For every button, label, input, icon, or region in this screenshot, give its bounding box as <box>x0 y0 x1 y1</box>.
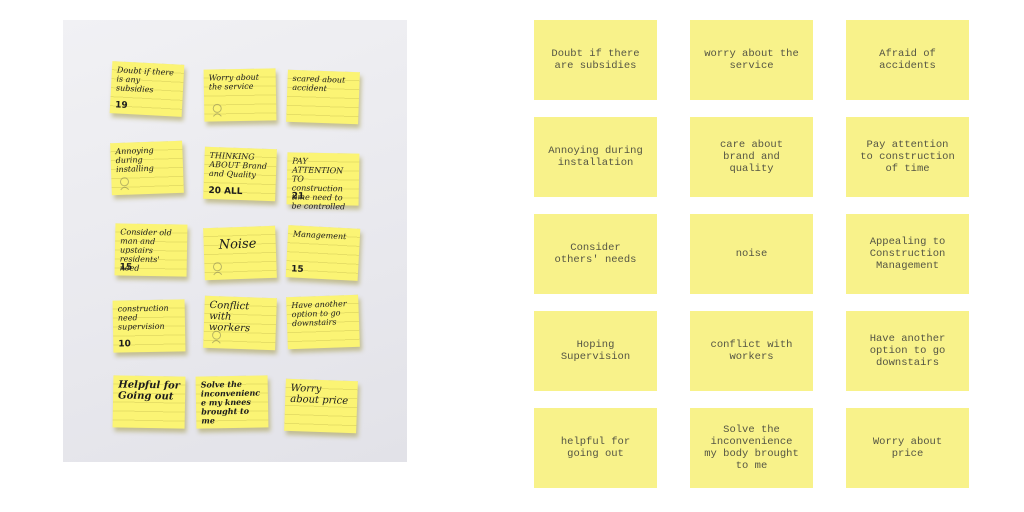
digital-note-text: Worry about price <box>872 436 943 460</box>
handwritten-note: Worry about the service <box>203 68 277 122</box>
snoopy-doodle-icon <box>211 330 222 344</box>
handwritten-note: Helpful for Going out <box>112 375 186 429</box>
handwritten-note: Worry about price <box>284 378 358 434</box>
digital-note: Pay attention to construction of time <box>846 117 969 197</box>
handwritten-note-text: Worry about price <box>290 382 349 407</box>
handwritten-note-text: Have another option to go downstairs <box>291 299 347 329</box>
digital-note-text: Hoping Supervision <box>560 339 631 363</box>
handwritten-note-text: PAY ATTENTION TO construction time need … <box>291 156 346 212</box>
snoopy-doodle-icon <box>119 177 130 191</box>
handwritten-note-number: 20 ALL <box>208 185 243 198</box>
digital-note: Consider others' needs <box>534 214 657 294</box>
handwritten-note-text: Management <box>292 229 347 242</box>
handwritten-note-text: Solve the inconvenience my knees brought… <box>200 378 261 426</box>
handwritten-note: Noise <box>203 225 277 281</box>
digital-note-text: Solve the inconvenience my body brought … <box>704 424 799 472</box>
digital-note-text: Consider others' needs <box>554 242 637 266</box>
handwritten-note: THINKING ABOUT Brand and Quality 20 ALL <box>203 146 277 202</box>
handwritten-note-number: 19 <box>114 100 128 112</box>
digital-note: Annoying during installation <box>534 117 657 197</box>
handwritten-note: Solve the inconvenience my knees brought… <box>195 375 269 429</box>
digital-note: worry about the service <box>690 20 813 100</box>
handwritten-note-text: THINKING ABOUT Brand and Quality <box>208 150 268 180</box>
handwritten-note-text: scared about accident <box>292 73 346 94</box>
handwritten-note-number: 21 <box>291 191 305 202</box>
digital-note: Afraid of accidents <box>846 20 969 100</box>
digital-note: care about brand and quality <box>690 117 813 197</box>
digital-note: Worry about price <box>846 408 969 488</box>
digital-note-text: helpful for going out <box>560 436 631 460</box>
digital-note: Doubt if there are subsidies <box>534 20 657 100</box>
digital-note-text: Doubt if there are subsidies <box>551 48 640 72</box>
digital-note-text: Have another option to go downstairs <box>869 333 946 369</box>
digital-note: Have another option to go downstairs <box>846 311 969 391</box>
handwritten-note-number: 15 <box>290 264 304 276</box>
handwritten-note-text: Noise <box>218 236 257 253</box>
handwritten-note: PAY ATTENTION TO construction time need … <box>286 152 360 211</box>
snoopy-doodle-icon <box>212 103 222 117</box>
handwritten-note-text: Worry about the service <box>208 72 260 92</box>
digital-note: conflict with workers <box>690 311 813 391</box>
handwritten-note: Management 15 <box>285 225 361 281</box>
digital-note: Appealing to Construction Management <box>846 214 969 294</box>
digital-note-text: noise <box>735 248 768 260</box>
digital-note-text: Pay attention to construction of time <box>860 139 955 175</box>
digital-note-text: care about brand and quality <box>719 139 783 175</box>
handwritten-notes-photo: Doubt if there is any subsidies 19 Worry… <box>63 20 407 462</box>
digital-note-text: worry about the service <box>704 48 799 72</box>
handwritten-note-number: 10 <box>118 339 131 350</box>
digital-note: Solve the inconvenience my body brought … <box>690 408 813 488</box>
digital-note-text: conflict with workers <box>710 339 793 363</box>
handwritten-note: Doubt if there is any subsidies 19 <box>109 61 185 117</box>
handwritten-note: Consider old man and upstairs residents'… <box>114 223 188 277</box>
handwritten-note: Conflict with workers <box>203 295 277 351</box>
handwritten-note-text: construction need supervision <box>117 303 169 332</box>
digital-note-text: Annoying during installation <box>548 145 643 169</box>
handwritten-note-text: Doubt if there is any subsidies <box>115 65 175 95</box>
snoopy-doodle-icon <box>212 262 223 276</box>
digital-note-text: Appealing to Construction Management <box>869 236 946 272</box>
digital-note: helpful for going out <box>534 408 657 488</box>
handwritten-note: scared about accident <box>286 69 360 125</box>
handwritten-note-number: 15 <box>119 262 133 273</box>
handwritten-note: construction need supervision 10 <box>112 299 186 353</box>
digital-note-text: Afraid of accidents <box>879 48 936 72</box>
digital-note: noise <box>690 214 813 294</box>
handwritten-note-text: Annoying during installing <box>115 145 154 175</box>
handwritten-note: Annoying during installing <box>110 140 184 196</box>
handwritten-note: Have another option to go downstairs <box>286 294 360 350</box>
handwritten-note-text: Helpful for Going out <box>118 379 181 403</box>
digital-note: Hoping Supervision <box>534 311 657 391</box>
